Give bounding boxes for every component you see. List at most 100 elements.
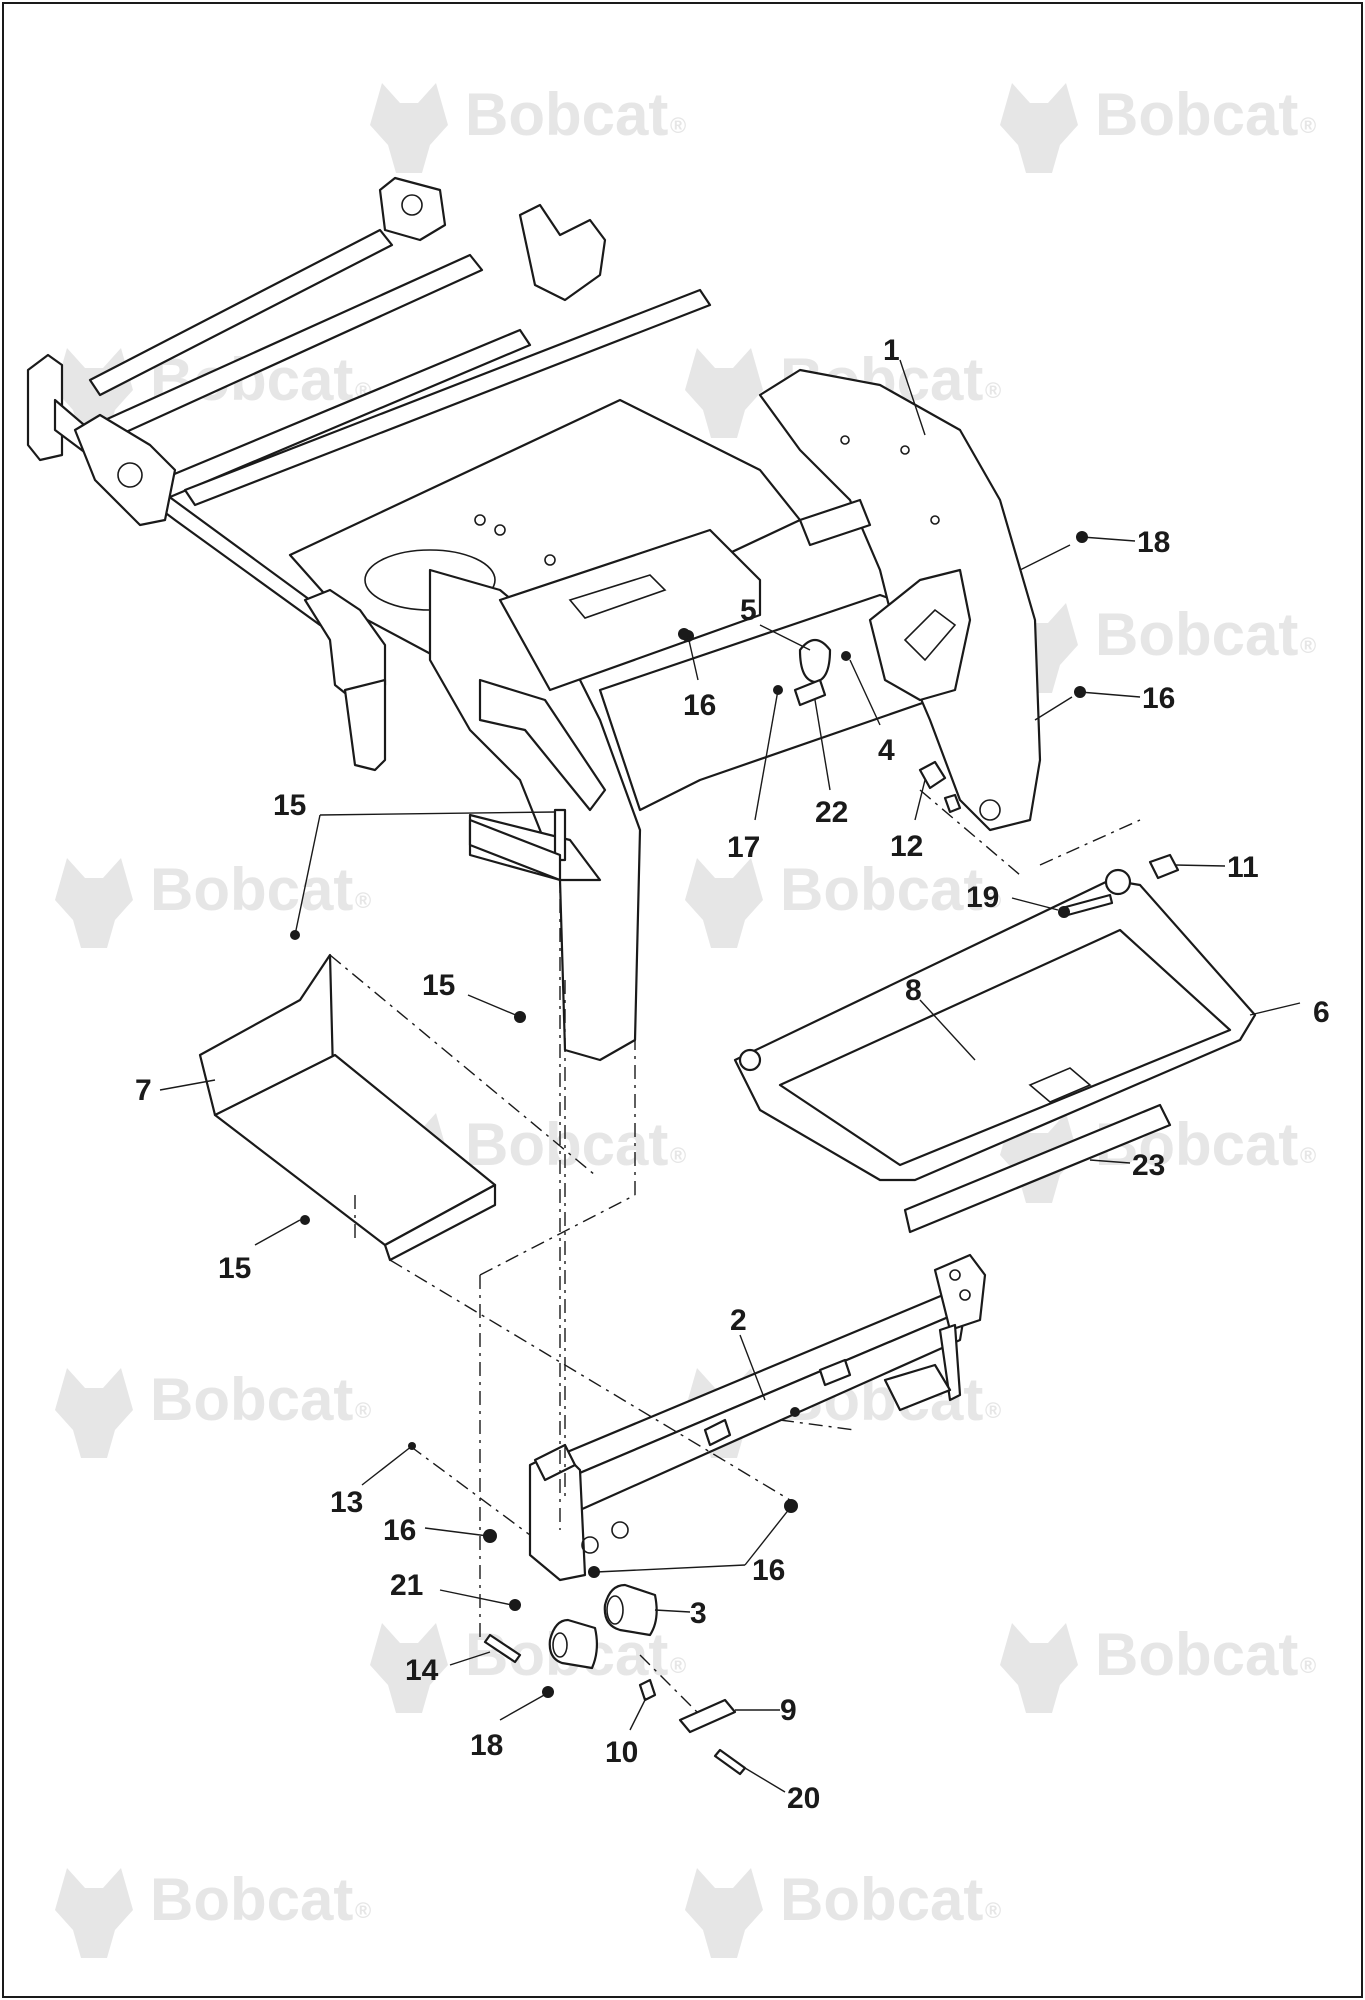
watermark-text: Bobcat — [1095, 601, 1298, 668]
right-hanger — [938, 1323, 962, 1402]
plate-hole-c — [930, 515, 940, 525]
pin-12-b — [943, 793, 962, 814]
align-line-10 — [1039, 819, 1141, 866]
plate-hole-d — [979, 799, 1001, 821]
watermark-10: Bobcat ® — [55, 1366, 371, 1458]
watermark-mark: ® — [1300, 633, 1316, 658]
callout-8: 8 — [905, 974, 922, 1007]
bobcat-head-logo — [685, 1868, 763, 1958]
leader-1 — [899, 359, 926, 436]
bobcat-head-logo — [1000, 83, 1078, 173]
left-lower-leg — [343, 678, 387, 772]
watermark-15: Bobcat ® — [685, 1866, 1001, 1958]
callout-19: 19 — [966, 881, 999, 914]
watermark-14: Bobcat ® — [55, 1866, 371, 1958]
leader-16d — [744, 1507, 791, 1566]
washer-4 — [841, 651, 851, 661]
crossmember-tab-b — [818, 1358, 852, 1387]
align-line-7 — [389, 1259, 791, 1501]
bolt-19-head — [1058, 906, 1070, 918]
bushing-11 — [1148, 853, 1180, 880]
watermark-mark: ® — [985, 888, 1001, 913]
washer-21 — [509, 1599, 521, 1611]
watermark-text: Bobcat — [150, 856, 353, 923]
leader-13 — [361, 1445, 413, 1486]
align-line-9 — [919, 789, 1021, 876]
align-line-4 — [479, 1194, 636, 1276]
bushing-3-small — [548, 1618, 599, 1670]
callout-12: 12 — [890, 830, 923, 863]
leader-18-to-frame — [1019, 544, 1071, 571]
floor-hole-b — [494, 524, 506, 536]
nut-16-housing — [588, 1566, 600, 1578]
callout-4: 4 — [878, 734, 895, 767]
align-line-11 — [409, 1445, 531, 1536]
leader-10 — [629, 1697, 647, 1731]
grommet-5 — [798, 638, 832, 684]
leader-21 — [439, 1589, 513, 1606]
bracket-hole — [401, 194, 423, 216]
left-step-7 — [198, 930, 497, 1262]
end-plate-hole-a — [949, 1269, 961, 1281]
watermark-mark: ® — [985, 378, 1001, 403]
bobcat-head-logo — [55, 1868, 133, 1958]
crossmember-bolt — [790, 1407, 800, 1417]
nut-16-lower-right — [784, 1499, 798, 1513]
leader-15a — [319, 811, 556, 816]
watermark-7: Bobcat ® — [685, 856, 1001, 948]
callout-14: 14 — [405, 1654, 439, 1687]
callout-16-lower-left: 16 — [383, 1514, 416, 1547]
center-tunnel — [498, 528, 762, 692]
watermark-mark: ® — [1300, 113, 1316, 138]
callout-1: 1 — [883, 334, 900, 367]
housing-hole-a — [581, 1536, 599, 1554]
bobcat-head-logo — [685, 348, 763, 438]
main-frame-assembly — [26, 176, 1088, 1062]
callout-20: 20 — [787, 1782, 820, 1815]
bobcat-head-logo — [370, 1623, 448, 1713]
bushing-3-bore — [606, 1595, 624, 1625]
lower-hardware — [408, 1442, 798, 1776]
plate-hole-b — [900, 445, 910, 455]
leader-lines — [159, 359, 1301, 1793]
pin-14 — [483, 1633, 522, 1664]
end-plate-hole-b — [959, 1289, 971, 1301]
callout-21: 21 — [390, 1569, 423, 1602]
callout-2: 2 — [730, 1304, 747, 1337]
callout-5: 5 — [740, 594, 757, 627]
floor-hole-a — [474, 514, 486, 526]
cross-tube — [183, 288, 712, 507]
watermark-text: Bobcat — [465, 1111, 668, 1178]
pivot-knob-left — [738, 1048, 762, 1072]
tower-brace — [478, 678, 607, 812]
watermark-text: Bobcat — [150, 1366, 353, 1433]
watermark-mark: ® — [985, 1398, 1001, 1423]
leader-19 — [1011, 897, 1059, 911]
plate-9 — [678, 1698, 737, 1734]
callout-16-right: 16 — [1142, 682, 1175, 715]
watermark-text: Bobcat — [1095, 81, 1298, 148]
leader-12 — [914, 779, 926, 821]
plate-22 — [793, 678, 827, 707]
leader-17 — [754, 689, 779, 821]
pivot-knob-right — [1104, 868, 1132, 896]
tread-slot — [1028, 1067, 1092, 1103]
lower-crossmember-2 — [528, 1253, 987, 1582]
watermark-mark: ® — [1300, 1653, 1316, 1678]
leader-18b — [499, 1693, 547, 1721]
alignment-lines — [329, 789, 1141, 1716]
pin-12 — [918, 760, 947, 790]
nut-16-lower-left — [483, 1529, 497, 1543]
watermark-6: Bobcat ® — [55, 856, 371, 948]
callout-13: 13 — [330, 1486, 363, 1519]
leader-16a — [1079, 691, 1141, 698]
watermark-13: Bobcat ® — [1000, 1621, 1316, 1713]
left-end-plate — [26, 353, 64, 462]
leader-16b — [687, 635, 699, 681]
bobcat-head-logo — [370, 83, 448, 173]
watermark-mark: ® — [670, 113, 686, 138]
top-left-bracket — [378, 176, 447, 242]
bracket-slot — [903, 608, 957, 662]
